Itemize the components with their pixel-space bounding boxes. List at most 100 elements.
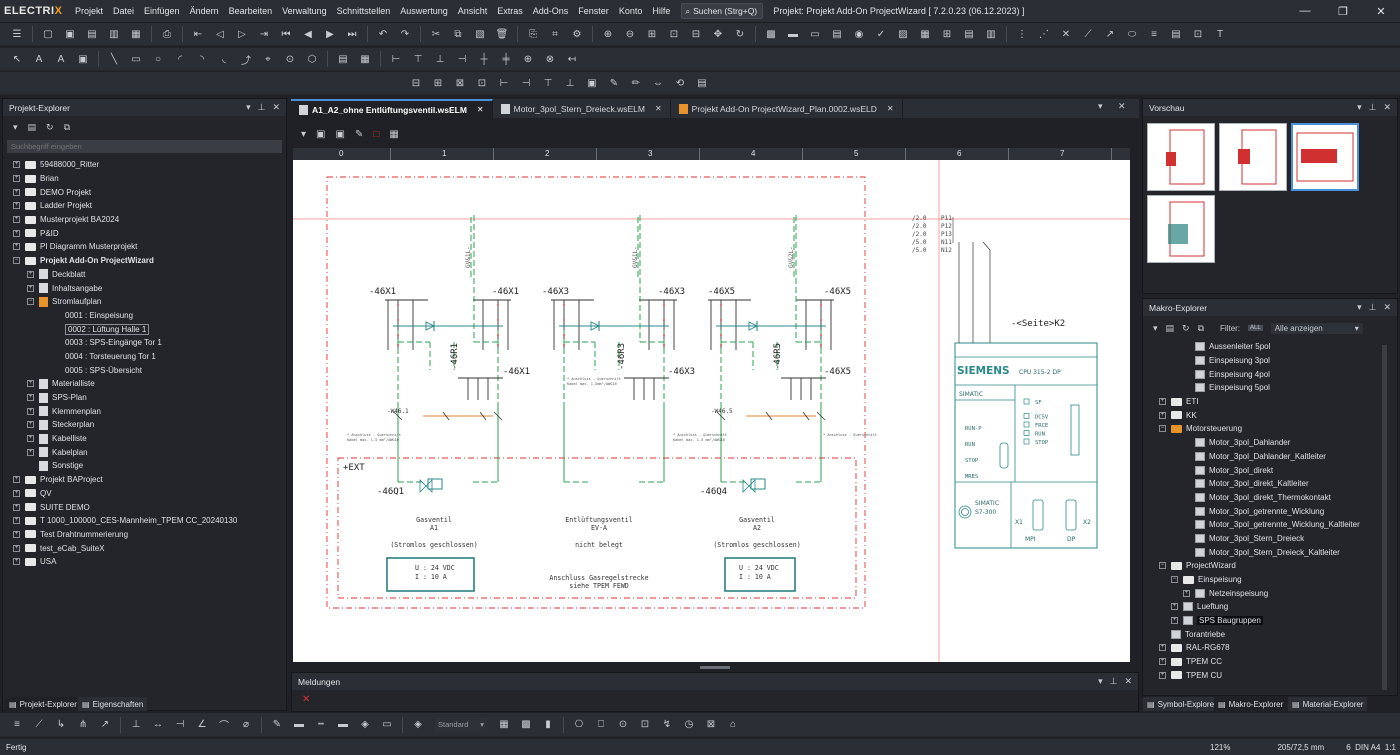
- cut-icon[interactable]: ✂: [431, 28, 441, 40]
- schematic-canvas[interactable]: -46X1 -46X1 -46X3 -46X3 -46X5 -46X5 -46X…: [293, 160, 1130, 662]
- macro-item[interactable]: Aussenleiter 5pol: [1159, 340, 1397, 354]
- clock-icon[interactable]: ◷: [684, 719, 694, 730]
- expand-icon[interactable]: +: [27, 270, 34, 278]
- grid-icon[interactable]: ▦: [920, 28, 930, 40]
- arrow-line-icon[interactable]: ↗: [100, 719, 110, 730]
- expand-icon[interactable]: +: [1159, 398, 1166, 406]
- text-icon[interactable]: A: [35, 53, 43, 65]
- zoom-in-icon[interactable]: ⊕: [603, 28, 613, 40]
- prev-icon[interactable]: ◁: [216, 28, 224, 40]
- tree-item[interactable]: +test_eCab_SuiteX: [13, 541, 286, 555]
- macro-item[interactable]: Motor_3pol_direkt_Kaltleiter: [1159, 477, 1397, 491]
- list2-icon[interactable]: ▤: [1171, 28, 1181, 40]
- tabs-menu-icon[interactable]: ▾: [1098, 101, 1103, 111]
- group-icon[interactable]: ⊤: [543, 77, 553, 89]
- spread2-icon[interactable]: ⊣: [521, 77, 531, 89]
- new-macro-icon[interactable]: ▤: [1165, 322, 1175, 333]
- polygon-icon[interactable]: ⬡: [307, 53, 317, 65]
- first-icon[interactable]: ⇤: [193, 28, 203, 40]
- tree-item[interactable]: +Kabelplan: [13, 445, 286, 459]
- copy-icon[interactable]: ⧉: [454, 28, 462, 40]
- macro-item[interactable]: −ProjectWizard: [1159, 559, 1397, 573]
- menu-einf-gen[interactable]: Einfügen: [144, 6, 180, 16]
- tab-close-icon[interactable]: ✕: [1118, 101, 1126, 111]
- refresh-icon[interactable]: ↻: [46, 121, 54, 132]
- tree-item[interactable]: +Materialliste: [13, 377, 286, 391]
- menu-icon[interactable]: ☰: [12, 28, 22, 40]
- select-icon[interactable]: ↖: [12, 53, 22, 65]
- tree-item[interactable]: +T 1000_100000_CES-Mannheim_TPEM CC_2024…: [13, 514, 286, 528]
- expand-icon[interactable]: +: [13, 558, 20, 566]
- wire-h-icon[interactable]: ⊢: [391, 53, 401, 65]
- expand-icon[interactable]: +: [1159, 671, 1166, 679]
- tab-properties[interactable]: ▤Eigenschaften: [78, 697, 148, 711]
- expand-icon[interactable]: +: [1171, 603, 1178, 611]
- pin-icon[interactable]: ⊥: [257, 102, 266, 112]
- layer-manager-icon[interactable]: ▬: [788, 28, 798, 40]
- arc-icon[interactable]: ◜: [178, 53, 182, 65]
- tab-symbol-explorer[interactable]: ▤Symbol-Explorer: [1143, 697, 1221, 711]
- connector-icon[interactable]: ↤: [567, 53, 577, 65]
- tree-item[interactable]: +QV: [13, 487, 286, 501]
- zoom-window-icon[interactable]: ⊞: [647, 28, 657, 40]
- dim-radius-icon[interactable]: ⌒: [219, 721, 229, 732]
- tab-close-icon[interactable]: ✕: [886, 104, 894, 113]
- expand-icon[interactable]: +: [27, 380, 34, 388]
- fill-color-icon[interactable]: ▭: [382, 719, 392, 730]
- doc-icon[interactable]: ▥: [986, 28, 996, 40]
- close-icon[interactable]: ✕: [1383, 102, 1391, 112]
- pan-icon[interactable]: ✥: [713, 28, 723, 40]
- jumper-icon[interactable]: ⊣: [457, 53, 467, 65]
- tables-icon[interactable]: ▭: [810, 28, 820, 40]
- chevron-down-icon[interactable]: ▾: [1357, 302, 1362, 312]
- layers-icon[interactable]: ▩: [766, 28, 776, 40]
- new-icon[interactable]: ▢: [43, 28, 53, 40]
- expand-icon[interactable]: +: [13, 243, 20, 251]
- macro-item[interactable]: +RAL-RG678: [1159, 641, 1397, 655]
- vertical-scrollbar[interactable]: [1382, 345, 1387, 690]
- preview-thumbnail[interactable]: [1147, 195, 1215, 263]
- tree-item[interactable]: 0005 : SPS-Übersicht: [13, 363, 286, 377]
- wire-t-icon[interactable]: ⊤: [413, 53, 423, 65]
- ungroup-icon[interactable]: ⊥: [565, 77, 575, 89]
- expand-icon[interactable]: +: [13, 503, 20, 511]
- macro-item[interactable]: +SPS Baugruppen: [1159, 614, 1397, 628]
- align-center-icon[interactable]: ⊞: [433, 77, 443, 89]
- dim-angle-icon[interactable]: ∠: [197, 719, 207, 730]
- pin-icon[interactable]: ⊥: [1109, 676, 1118, 686]
- eye-icon[interactable]: ◉: [854, 28, 864, 40]
- tree-item[interactable]: +Kabelliste: [13, 432, 286, 446]
- dropdown-arrow-icon[interactable]: ▾: [301, 128, 307, 140]
- spread-icon[interactable]: ⊢: [499, 77, 509, 89]
- tree-item[interactable]: +Projekt BAProject: [13, 473, 286, 487]
- contact-icon[interactable]: ⊠: [706, 719, 716, 730]
- document-tab[interactable]: Projekt Add-On ProjectWizard_Plan.0002.w…: [671, 99, 903, 118]
- tab-project-explorer[interactable]: ▤Projekt-Explorer: [5, 697, 81, 711]
- preview-thumbnail-selected[interactable]: [1291, 123, 1359, 191]
- dim-icon[interactable]: ⊙: [285, 53, 295, 65]
- tree-item[interactable]: +Brian: [13, 172, 286, 186]
- zoom-prev-icon[interactable]: ⊟: [691, 28, 701, 40]
- expand-icon[interactable]: +: [13, 476, 20, 484]
- pencil-icon[interactable]: ✎: [272, 719, 282, 730]
- edit-icon[interactable]: ✎: [609, 77, 619, 89]
- macro-item[interactable]: −Einspeisung: [1159, 573, 1397, 587]
- device-icon[interactable]: ▮: [545, 719, 551, 730]
- pin-icon[interactable]: ⊥: [1368, 102, 1377, 112]
- polyline-icon[interactable]: ◟: [222, 53, 226, 65]
- macro-item[interactable]: Motor_3pol_direkt_Thermokontakt: [1159, 491, 1397, 505]
- copy-icon[interactable]: ⧉: [1197, 322, 1205, 333]
- terminal-icon[interactable]: ⊡: [1193, 28, 1203, 40]
- page-next-icon[interactable]: ▶: [326, 28, 334, 40]
- distribute-icon[interactable]: ⊡: [477, 77, 487, 89]
- collapse-icon[interactable]: −: [27, 298, 34, 306]
- wire-cross-icon[interactable]: ┼: [480, 53, 488, 65]
- line-style-icon[interactable]: ⟋: [35, 719, 43, 730]
- tree-item[interactable]: 0003 : SPS-Eingänge Tor 1: [13, 336, 286, 350]
- frame-icon[interactable]: ▣: [587, 77, 597, 89]
- edit2-icon[interactable]: ✏: [631, 77, 641, 89]
- expand-icon[interactable]: +: [13, 517, 20, 525]
- macro-item[interactable]: Motor_3pol_getrennte_Wicklung: [1159, 504, 1397, 518]
- grid-icon[interactable]: ▦: [389, 128, 399, 140]
- macro-item[interactable]: +TPEM CC: [1159, 655, 1397, 669]
